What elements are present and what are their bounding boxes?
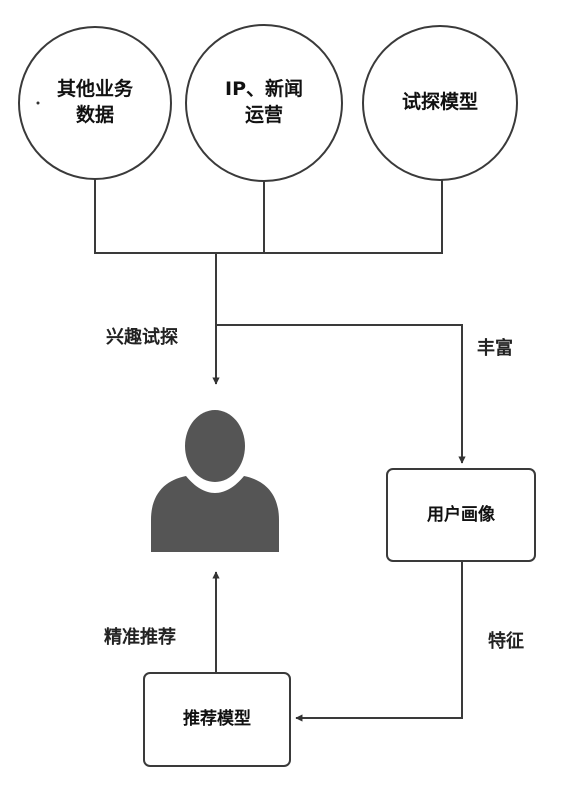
ip-circle-label: IP、新闻 运营 <box>225 78 303 126</box>
profile-box-label: 用户画像 <box>427 504 495 525</box>
arrow-to-rec-model <box>295 561 463 722</box>
model-circle-label: 试探模型 <box>401 91 478 114</box>
model-circle-node <box>362 25 518 181</box>
feature-edge-label: 特征 <box>488 631 524 652</box>
precise-edge-label: 精准推荐 <box>104 627 176 648</box>
data-circle-label: 其他业务 数据 <box>56 78 133 126</box>
rec-box-label: 推荐模型 <box>183 709 251 730</box>
profile-box-node <box>386 468 536 562</box>
merge-connector <box>94 179 443 254</box>
arrow-to-profile <box>216 324 466 464</box>
decor-dot <box>36 101 40 105</box>
enrich-edge-label: 丰富 <box>477 338 513 359</box>
person-icon <box>151 406 279 552</box>
rec-box-node <box>143 672 291 767</box>
interest-edge-label: 兴趣试探 <box>106 327 178 348</box>
